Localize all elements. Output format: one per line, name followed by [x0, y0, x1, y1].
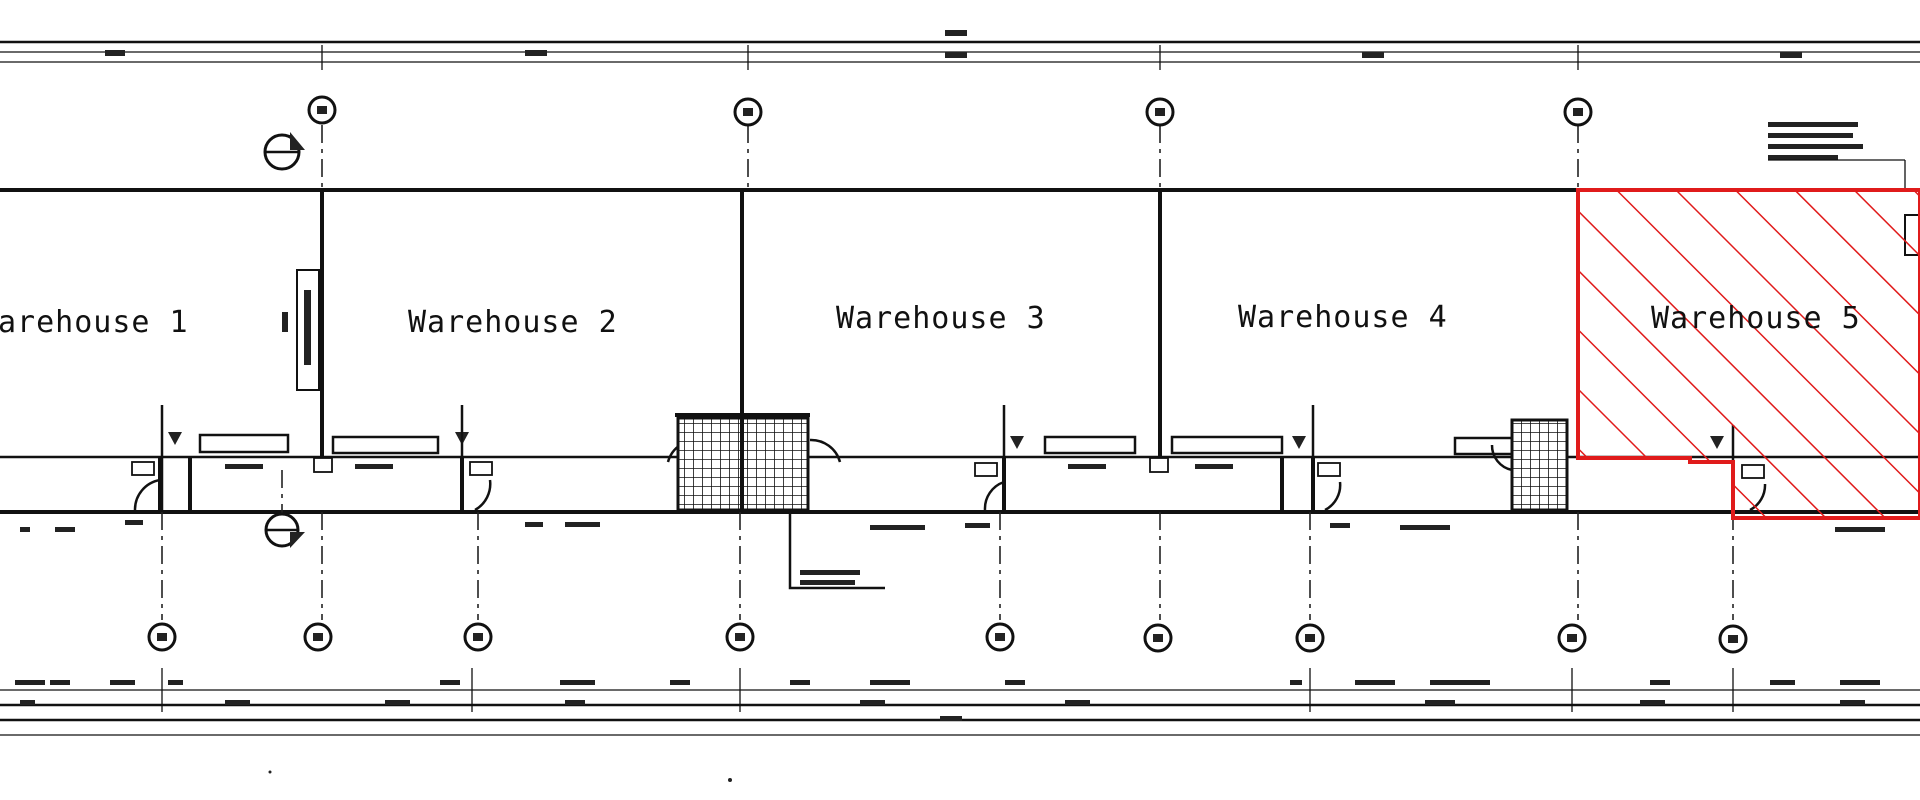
warehouse-5-label[interactable]: Warehouse 5: [1651, 301, 1861, 336]
top-grid-markers: [263, 95, 1593, 190]
warehouse-1-label[interactable]: arehouse 1: [0, 305, 189, 340]
warehouse-4-label[interactable]: Warehouse 4: [1238, 300, 1448, 335]
bottom-grid-markers: [147, 512, 1748, 654]
warehouse-5-highlight[interactable]: [1576, 188, 1920, 520]
corridor-annotations: [20, 464, 1885, 532]
bottom-dimension-lines: [0, 668, 1920, 782]
bathroom-module: [676, 416, 1569, 512]
toilet-callout: [788, 512, 885, 590]
top-dimension-lines: [0, 30, 1920, 70]
warehouse-2-label[interactable]: Warehouse 2: [408, 305, 618, 340]
partition-panel: [282, 269, 320, 391]
top-right-note: [1768, 122, 1863, 160]
section-marker-lower: [264, 470, 305, 548]
warehouse-3-label[interactable]: Warehouse 3: [836, 301, 1046, 336]
corridor-canopies: [198, 433, 1522, 456]
